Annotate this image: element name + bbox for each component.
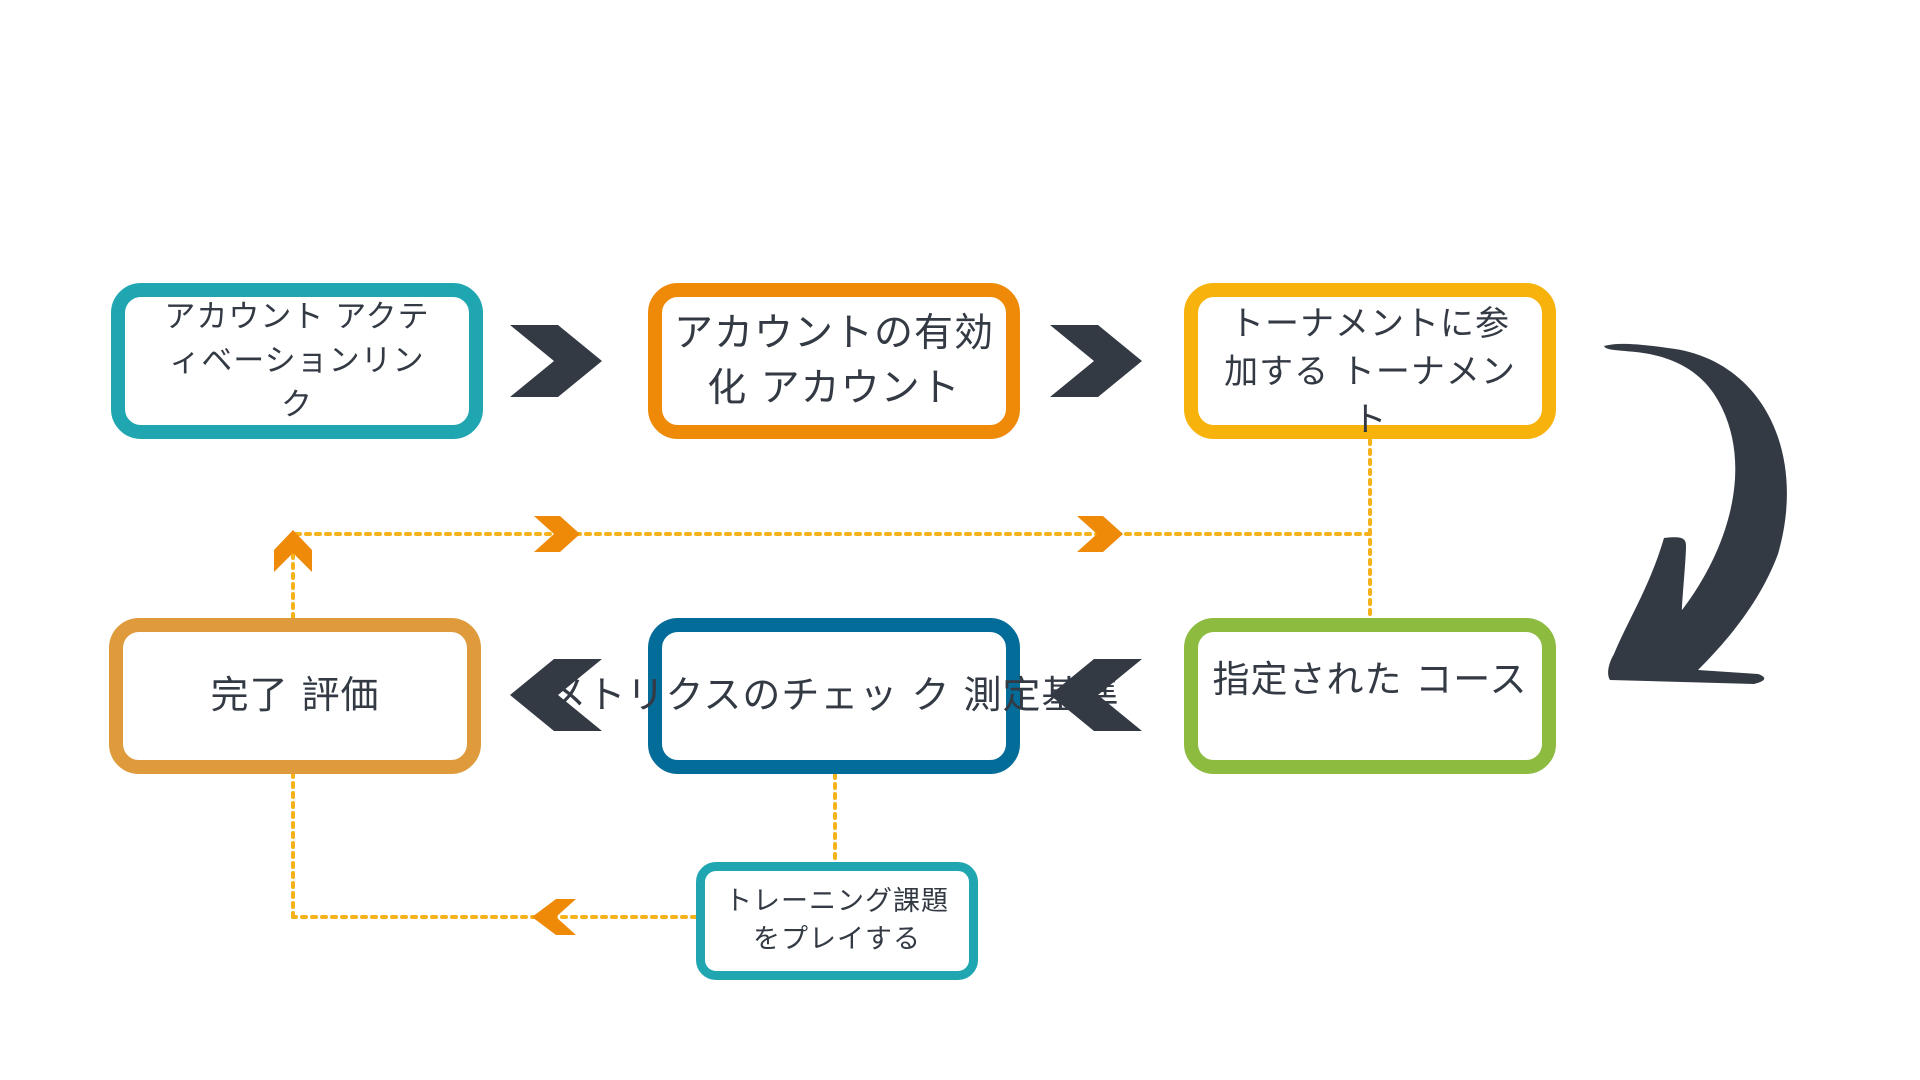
- node-label: トレーニング課題 をプレイする: [725, 885, 949, 955]
- left-chevron-icon: [510, 659, 602, 731]
- node-label: アカウントの有効 化 アカウント: [673, 310, 994, 411]
- node-label: トーナメントに参 加する トーナメン ト: [1224, 303, 1516, 441]
- small-right-chevron-icon: [1077, 516, 1123, 552]
- node-join-tournament: トーナメントに参 加する トーナメン ト: [1184, 283, 1556, 440]
- node-label: 完了 評価: [210, 673, 380, 718]
- node-completion-evaluation: 完了 評価: [109, 618, 481, 774]
- large-chevrons: [510, 325, 1142, 731]
- right-chevron-icon: [510, 325, 602, 397]
- curved-down-arrow-icon: [1604, 343, 1787, 684]
- small-chevrons: [274, 516, 1123, 935]
- small-right-chevron-icon: [534, 516, 580, 552]
- dotted-connectors: [291, 438, 1372, 919]
- node-play-training-task: トレーニング課題 をプレイする: [696, 862, 978, 980]
- right-chevron-icon: [1050, 325, 1142, 397]
- small-left-chevron-icon: [532, 899, 576, 935]
- node-label: メトリクスのチェッ ク 測定基準: [548, 673, 1120, 718]
- node-account-enable: アカウントの有効 化 アカウント: [648, 283, 1020, 439]
- small-up-chevron-icon: [274, 530, 312, 572]
- node-label: アカウント アクテ ィベーションリン ク: [164, 298, 430, 424]
- node-label: 指定された コース: [1212, 658, 1528, 701]
- node-check-metrics: メトリクスのチェッ ク 測定基準: [548, 618, 1119, 774]
- node-account-activation-link: アカウント アクテ ィベーションリン ク: [111, 283, 483, 439]
- left-chevron-icon: [1050, 659, 1142, 731]
- node-assigned-course: 指定された コース: [1184, 618, 1556, 774]
